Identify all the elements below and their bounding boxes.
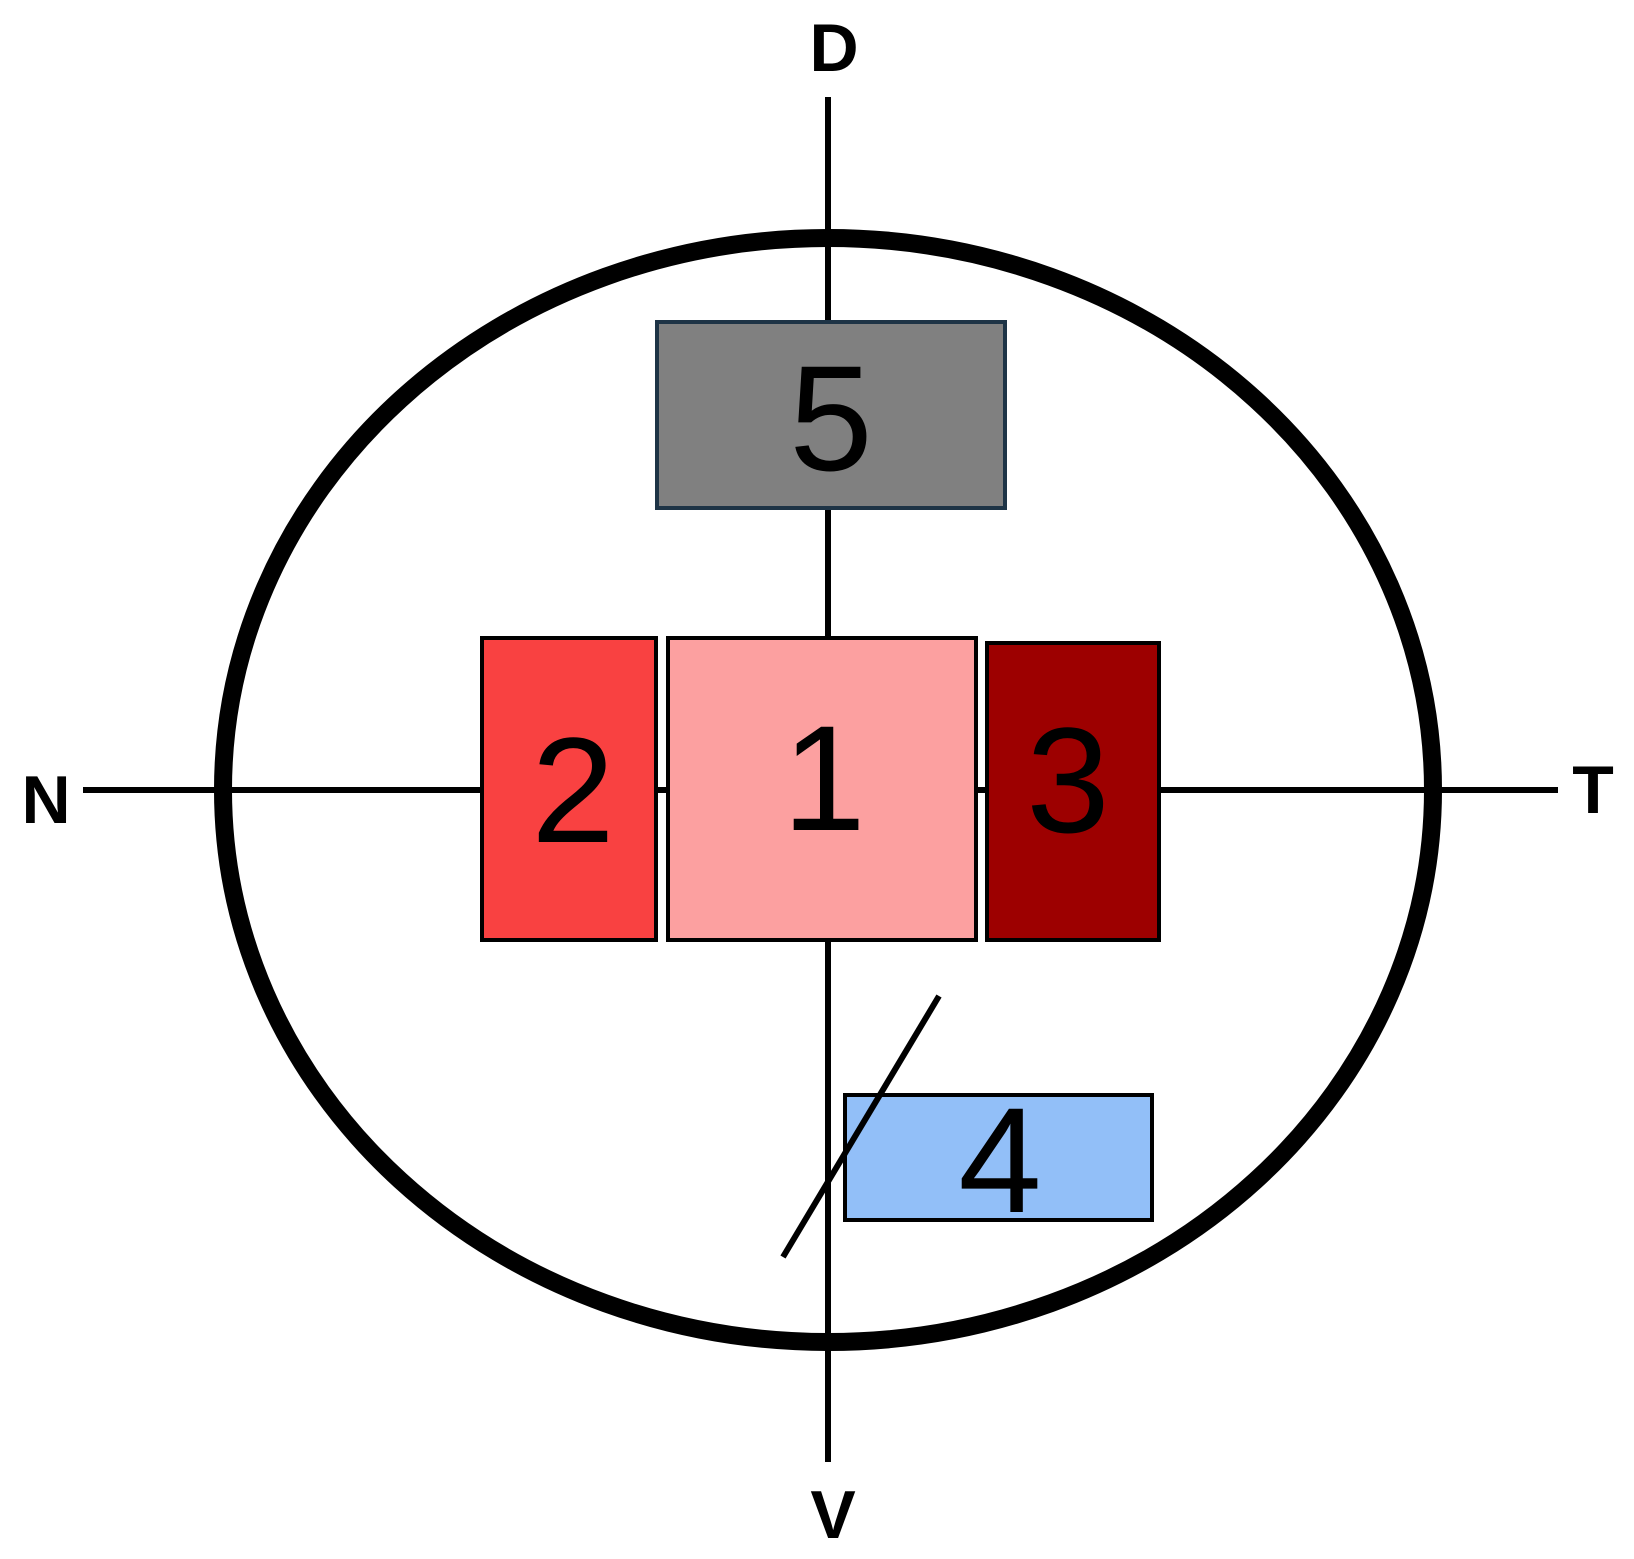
axis-label-top: D	[809, 10, 858, 86]
region-3-box	[985, 641, 1161, 942]
region-2-box	[480, 636, 658, 942]
region-4: 4	[843, 1076, 1154, 1244]
region-1: 1	[666, 636, 978, 942]
axis-label-bottom: V	[810, 1477, 855, 1553]
axis-label-right: T	[1572, 752, 1614, 828]
region-2: 2	[480, 636, 658, 942]
region-3-label: 3	[1026, 696, 1109, 864]
region-4-label: 4	[958, 1076, 1041, 1244]
region-1-label: 1	[782, 694, 865, 862]
region-4-box	[843, 1093, 1154, 1222]
region-3: 3	[985, 641, 1161, 942]
diagonal-marker-line	[780, 994, 942, 1259]
region-5-box	[655, 320, 1007, 510]
axis-label-left: N	[21, 762, 70, 838]
region-5-label: 5	[789, 334, 872, 502]
field-outline-circle	[214, 229, 1442, 1351]
region-2-label: 2	[531, 706, 614, 874]
region-5: 5	[655, 320, 1007, 510]
region-1-box	[666, 636, 978, 942]
